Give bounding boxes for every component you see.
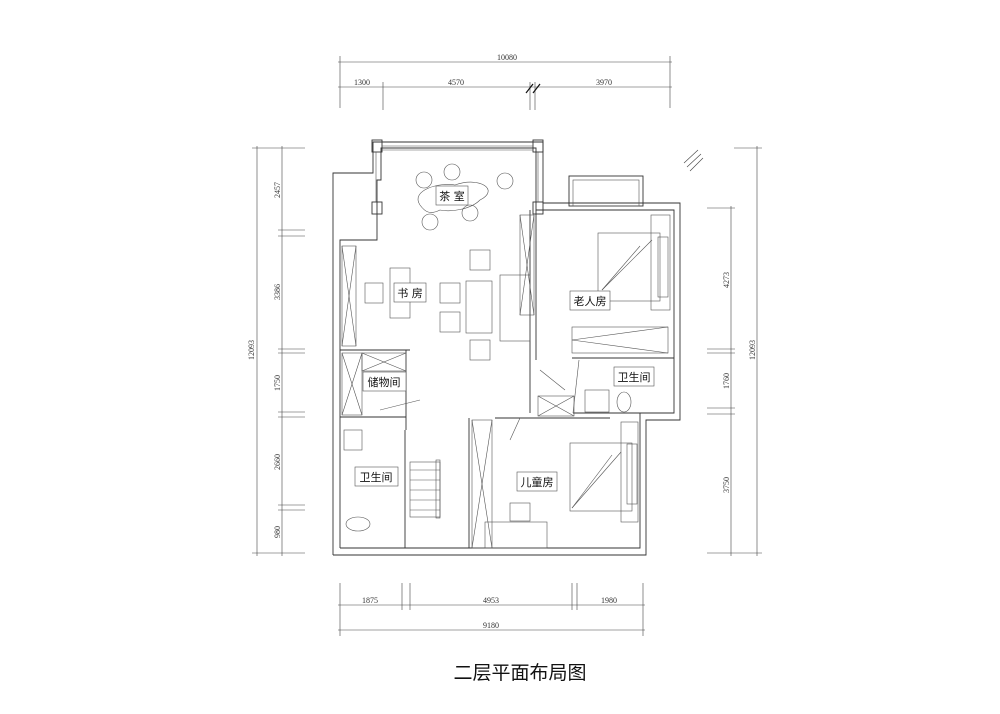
room-labels: 茶 室 书 房 老人房 储物间 卫生间 卫生间 儿童房: [354, 185, 655, 492]
walls: [332, 139, 681, 556]
right-dimensions: 12093 4273 1760 3750: [683, 146, 762, 556]
dim-bottom-total: 9180: [483, 621, 499, 630]
dim-top-3: 3970: [596, 78, 612, 87]
label-bathroom-right: 卫生间: [618, 370, 651, 384]
dim-left-1: 2457: [273, 182, 282, 198]
dim-right-2: 1760: [722, 373, 731, 389]
dim-right-1: 4273: [722, 272, 731, 288]
dim-top-2: 4570: [448, 78, 464, 87]
label-tea-room: 茶 室: [439, 189, 465, 203]
dim-bottom-3: 1980: [601, 596, 617, 605]
label-bathroom-left: 卫生间: [360, 470, 393, 484]
label-study: 书 房: [397, 287, 423, 300]
left-dimensions: 12093 2457 3386 1750 2660 980: [247, 146, 305, 556]
dim-left-5: 980: [273, 526, 282, 538]
dim-right-3: 3750: [722, 477, 731, 493]
dim-bottom-1: 1875: [362, 596, 378, 605]
label-kids-room: 儿童房: [521, 475, 554, 489]
drawing-title: 二层平面布局图: [453, 662, 586, 684]
dim-top-total: 10080: [497, 53, 517, 62]
bottom-dimensions: 1875 4953 1980 9180: [338, 583, 645, 636]
furniture: [343, 163, 671, 549]
label-storage: 储物间: [368, 375, 401, 389]
dim-left-4: 2660: [273, 454, 282, 470]
label-elder-bedroom: 老人房: [574, 295, 607, 308]
dim-left-2: 3386: [273, 284, 282, 300]
dim-top-1: 1300: [354, 78, 370, 87]
dim-left-total: 12093: [247, 340, 256, 360]
top-dimensions: 10080 1300 4570 3970: [338, 53, 672, 110]
dim-left-3: 1750: [273, 375, 282, 391]
dim-right-total: 12093: [748, 340, 757, 360]
dim-bottom-2: 4953: [483, 596, 499, 605]
